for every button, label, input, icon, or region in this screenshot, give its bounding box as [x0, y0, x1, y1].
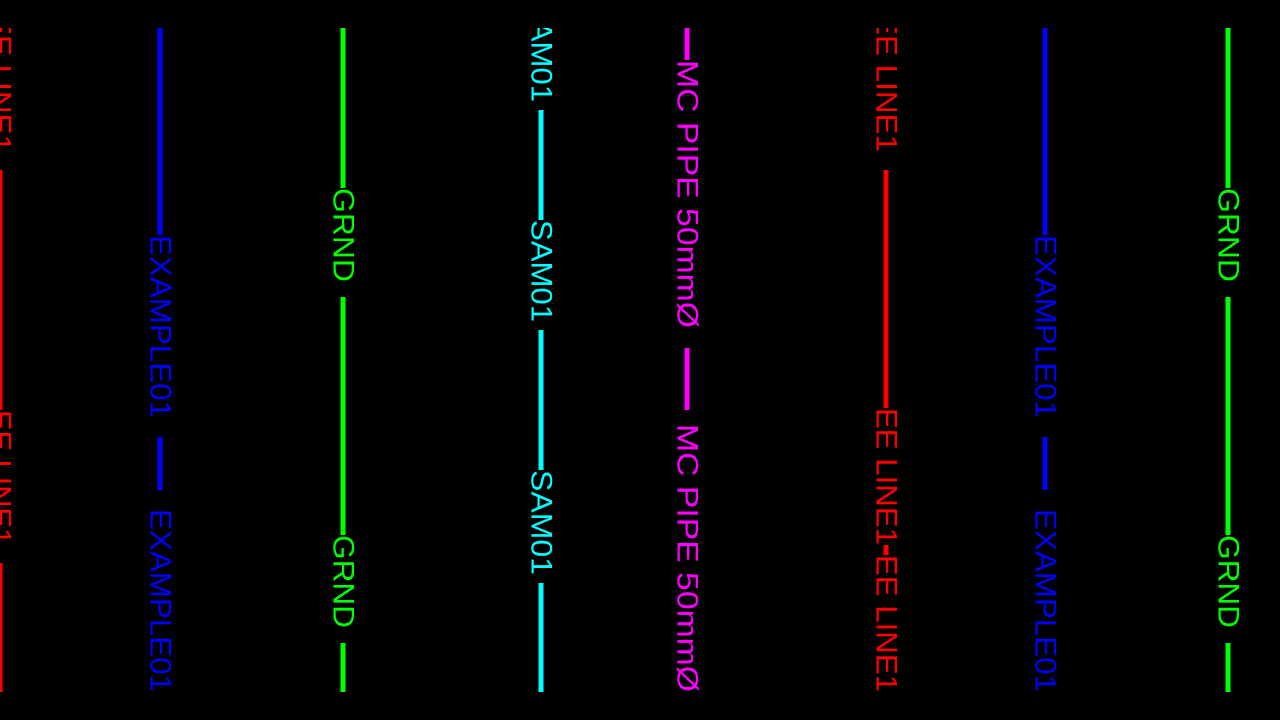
linetype-label: EE LINE1: [0, 14, 17, 152]
linetype-label: EXAMPLE01: [1029, 509, 1062, 692]
linetype-label: EE LINE1: [870, 555, 903, 692]
linetype-label: EXAMPLE01: [144, 509, 177, 692]
linetype-line[interactable]: EE LINE1 EE LINE1 EE LINE1: [870, 14, 903, 692]
linetype-label: MC PIPE 50mmØ: [671, 424, 704, 692]
linetype-line[interactable]: GRND GRND: [327, 28, 360, 692]
linetype-line[interactable]: MC PIPE 50mmØ MC PIPE 50mmØ: [671, 28, 704, 692]
linetype-label: EE LINE1: [0, 410, 17, 545]
linetype-label: EE LINE1: [870, 408, 903, 545]
linetype-label: MC PIPE 50mmØ: [671, 60, 704, 328]
linetype-label: GRND: [1212, 535, 1245, 628]
linetype-line[interactable]: EE LINE1 EE LINE1: [0, 14, 17, 692]
linetype-label: SAM01: [525, 0, 558, 102]
linetype-label: EE LINE1: [870, 14, 903, 152]
linetype-label: SAM01: [525, 470, 558, 575]
linetype-label: GRND: [1212, 188, 1245, 282]
linetype-label: EXAMPLE01: [144, 235, 177, 418]
linetype-label: EXAMPLE01: [1029, 235, 1062, 418]
linetype-label: GRND: [327, 535, 360, 628]
linetype-label: SAM01: [525, 220, 558, 322]
linetype-line[interactable]: GRND GRND: [1212, 28, 1245, 692]
linetype-label: GRND: [327, 188, 360, 282]
